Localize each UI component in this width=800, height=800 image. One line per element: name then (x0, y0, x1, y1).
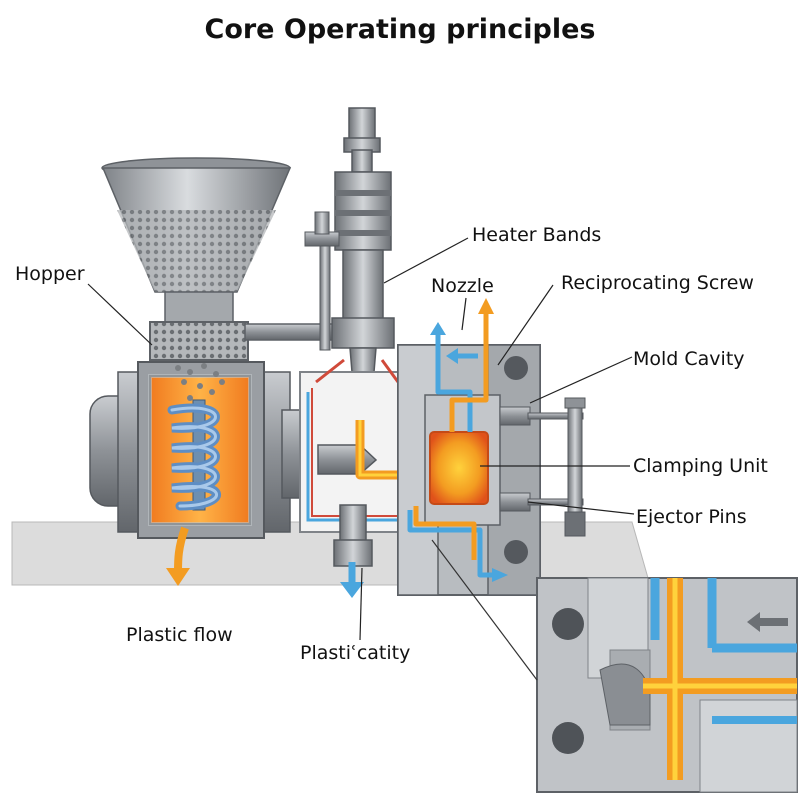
clamping-tie-bar (499, 397, 586, 537)
inset-pointer-line (431, 539, 538, 681)
inset-zoom-panel (536, 577, 798, 793)
pellets-falling (175, 363, 225, 401)
hopper-body (101, 157, 292, 361)
mold-cavity-melt (429, 431, 489, 505)
column-bracket (304, 211, 340, 351)
screw-helix (167, 399, 221, 511)
label-plastic-cavity: Plastiʿcatity (300, 642, 411, 664)
label-ejector-pins: Ejector Pins (636, 506, 747, 528)
mold-channels (407, 310, 495, 578)
injection-chamber (299, 358, 401, 567)
label-hopper: Hopper (15, 263, 85, 285)
label-nozzle: Nozzle (431, 275, 494, 297)
diagram-title: Core Operating principles (204, 14, 596, 45)
leader-lines (87, 237, 635, 641)
label-reciprocating-screw: Reciprocating Screw (561, 272, 754, 294)
label-plastic-flow: Plastic flow (126, 624, 233, 646)
label-heater-bands: Heater Bands (472, 224, 602, 246)
label-clamping-unit: Clamping Unit (633, 455, 768, 477)
label-mold-cavity: Mold Cavity (633, 348, 745, 370)
